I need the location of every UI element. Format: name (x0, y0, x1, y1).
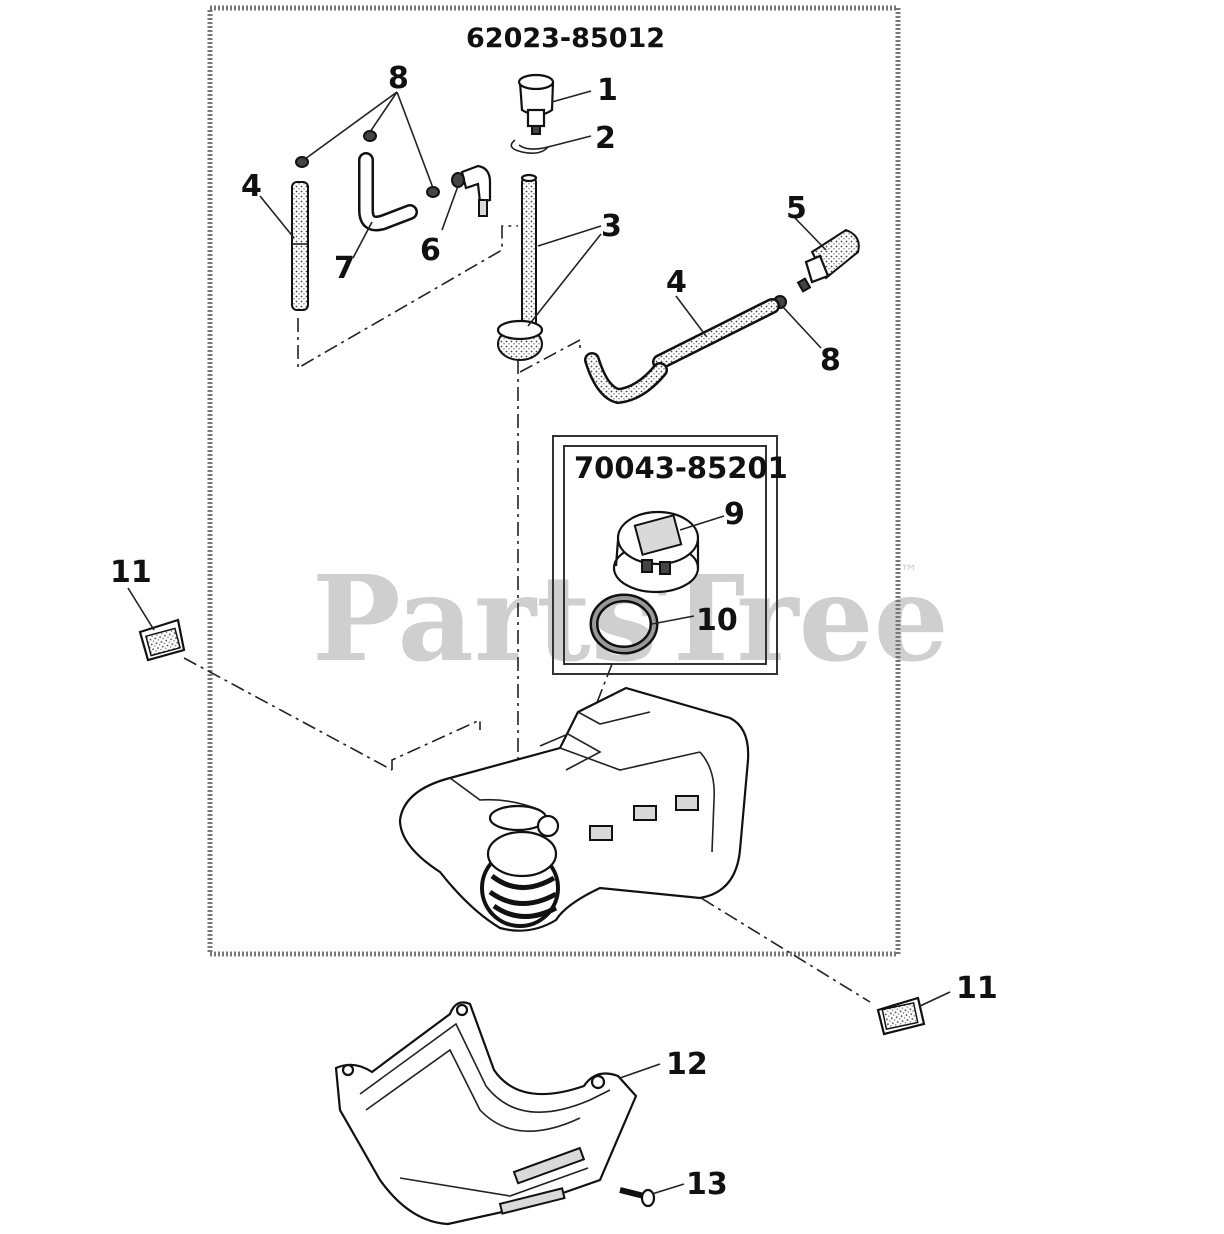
fuel-line-left-part (291, 181, 309, 311)
elbow-fitting-part (451, 164, 492, 217)
cap-kit-part-number: 70043-85201 (574, 451, 788, 485)
callout-11-left: 11 (110, 555, 152, 590)
bolt-part (619, 1187, 656, 1208)
callout-12: 12 (666, 1047, 708, 1082)
leader-lines (127, 90, 951, 1195)
main-assembly-part-number: 62023-85012 (466, 23, 665, 54)
callout-7: 7 (334, 251, 355, 286)
cap-kit-inset: 70043-85201 (552, 435, 788, 675)
callout-4-right: 4 (666, 265, 687, 300)
primer-bulb-part (517, 73, 555, 135)
callout-5: 5 (786, 191, 807, 226)
fuel-filter-part (796, 228, 860, 293)
watermark-trademark: ™ (900, 562, 918, 583)
callout-8-right: 8 (820, 343, 841, 378)
mount-pad-left-part (138, 618, 186, 662)
fuel-line-right-part (584, 298, 780, 405)
clip-part (510, 139, 551, 154)
tank-guard-part (334, 1001, 638, 1226)
callout-11-right: 11 (956, 971, 998, 1006)
fuel-cap-part (612, 510, 700, 594)
callout-4-left: 4 (241, 169, 262, 204)
fuel-tube-grommet-part (496, 173, 544, 361)
callout-10: 10 (696, 603, 738, 638)
fuel-tank-part (398, 686, 750, 932)
mount-pad-right-part (876, 996, 926, 1036)
callout-3: 3 (601, 209, 622, 244)
callout-9: 9 (724, 497, 745, 532)
callout-2: 2 (595, 121, 616, 156)
callout-6: 6 (420, 233, 441, 268)
callout-13: 13 (686, 1167, 728, 1202)
callout-1: 1 (597, 73, 618, 108)
callout-8-top: 8 (388, 61, 409, 96)
main-assembly-frame (207, 5, 901, 957)
